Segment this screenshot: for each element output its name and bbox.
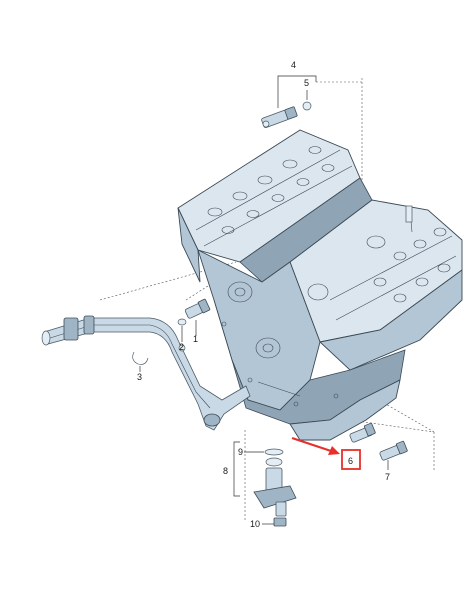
callout-5: 5 [304,78,309,88]
callout-7: 7 [385,472,390,482]
callout-3: 3 [137,372,142,382]
callout-2: 2 [179,342,184,352]
sensor-part-6 [349,422,376,443]
bracket-8 [233,441,240,497]
seal-part-2 [177,318,187,342]
callout-8: 8 [223,466,228,476]
sensor-part-7 [379,440,408,470]
coolant-pipe [41,315,251,431]
callout-6: 6 [348,456,353,466]
callout-6-highlight-box [341,449,361,470]
bolt-part-10 [273,517,287,527]
callout-9: 9 [238,447,243,457]
sensor-part-1 [184,298,211,336]
seal-part-5 [302,90,312,111]
callout-labels: 1 2 3 4 5 6 7 8 9 10 [137,60,390,529]
clip-part-3 [132,351,149,372]
sensor-part-4 [261,82,298,128]
callout-10: 10 [250,519,260,529]
callout-4: 4 [291,60,296,70]
seal-part-9 [264,448,284,456]
callout-1: 1 [193,334,198,344]
engine-block [177,129,463,441]
highlight-arrow [291,436,340,455]
bracket-4 [277,75,317,82]
oil-sensor-part-8 [253,457,297,517]
